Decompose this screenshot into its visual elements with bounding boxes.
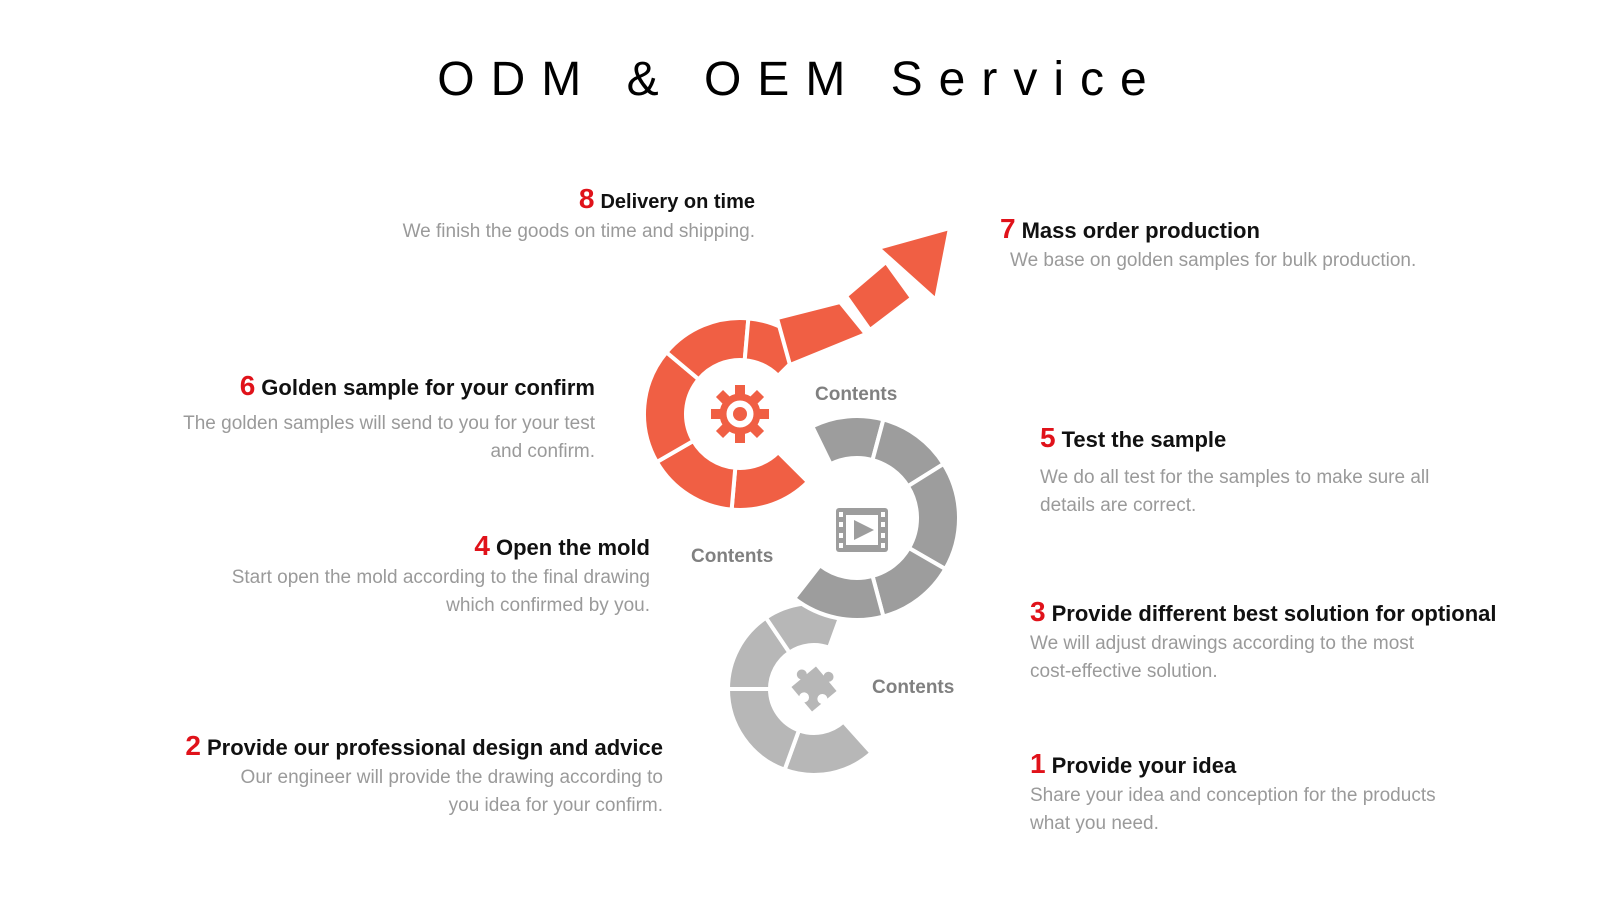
gear-tooth — [735, 385, 745, 395]
step-6-desc-line: and confirm. — [490, 441, 595, 462]
step-5-title: Test the sample — [1061, 427, 1227, 452]
step-8-description: We finish the goods on time and shipping… — [403, 218, 755, 246]
step-6-desc-line: The golden samples will send to you for … — [183, 413, 595, 434]
step-1-description: Share your idea and conception for the p… — [1030, 782, 1436, 838]
step-6-description: The golden samples will send to you for … — [183, 410, 595, 466]
step-4-number: 4 — [474, 530, 490, 561]
step-4-title: Open the mold — [496, 535, 650, 560]
s-curve-segments — [642, 225, 961, 777]
step-5-description: We do all test for the samples to make s… — [1040, 464, 1429, 520]
step-7-desc-line: We base on golden samples for bulk produ… — [1010, 250, 1417, 271]
step-2-desc-line: Our engineer will provide the drawing ac… — [240, 767, 663, 788]
orange-segment — [729, 449, 811, 512]
step-5-desc-line: We do all test for the samples to make s… — [1040, 467, 1430, 488]
step-8-number: 8 — [578, 183, 595, 214]
orange-segment — [843, 259, 915, 333]
light-gray-segment — [725, 687, 802, 773]
step-4-desc-line: Start open the mold according to the fin… — [231, 567, 650, 588]
contents-label-1: Contents — [815, 384, 897, 405]
step-1-number: 1 — [1030, 748, 1046, 779]
step-1-desc-line: Share your idea and conception for the p… — [1030, 785, 1436, 806]
gray-segment — [791, 562, 886, 622]
step-5-desc-line: details are correct. — [1040, 495, 1197, 516]
contents-label-2: Contents — [691, 546, 773, 567]
step-2-desc-line: you idea for your confirm. — [448, 795, 663, 816]
step-2-description: Our engineer will provide the drawing ac… — [185, 764, 663, 820]
orange-segment — [774, 299, 870, 368]
step-3-title: Provide different best solution for opti… — [1051, 601, 1497, 626]
step-3-desc-line: cost-effective solution. — [1030, 661, 1218, 682]
step-7-number: 7 — [1000, 213, 1016, 244]
step-5-number: 5 — [1040, 422, 1056, 453]
step-8-title: Delivery on time — [600, 191, 755, 213]
arrow-head — [873, 225, 953, 304]
step-6-title: Golden sample for your confirm — [261, 375, 595, 400]
contents-label-3: Contents — [872, 677, 954, 698]
step-8-desc-line: We finish the goods on time and shipping… — [402, 221, 755, 242]
gear-tooth — [735, 433, 745, 443]
puzzle-icon — [791, 666, 837, 712]
step-7-description: We base on golden samples for bulk produ… — [1010, 247, 1416, 275]
step-4-desc-line: which confirmed by you. — [446, 595, 650, 616]
step-6-number: 6 — [239, 370, 256, 401]
video-icon — [836, 508, 888, 552]
gear-icon — [711, 385, 769, 443]
step-3-number: 3 — [1030, 596, 1046, 627]
step-7-title: Mass order production — [1021, 218, 1260, 243]
step-2-title: Provide our professional design and advi… — [206, 735, 663, 760]
step-3-description: We will adjust drawings according to the… — [1030, 630, 1496, 686]
gear-tooth — [711, 409, 721, 419]
step-2-number: 2 — [185, 730, 201, 761]
gear-tooth — [759, 409, 769, 419]
step-4-description: Start open the mold according to the fin… — [232, 564, 650, 620]
step-3-desc-line: We will adjust drawings according to the… — [1030, 633, 1415, 654]
step-1-title: Provide your idea — [1051, 753, 1237, 778]
step-1-desc-line: what you need. — [1030, 813, 1159, 834]
page-title: ODM & OEM Service — [437, 53, 1163, 106]
